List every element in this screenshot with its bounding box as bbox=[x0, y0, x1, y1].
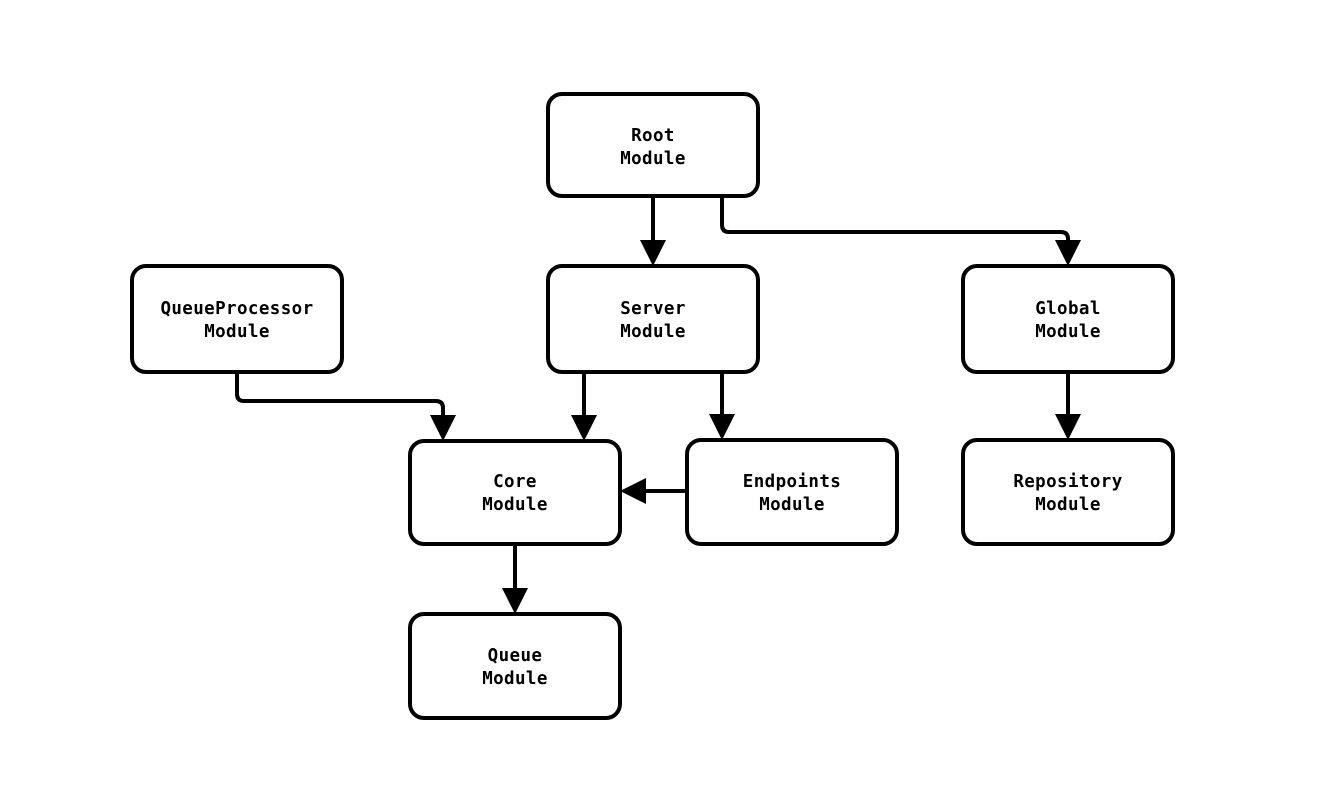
node-label-line1: Root bbox=[631, 126, 675, 146]
node-label-line2: Module bbox=[620, 149, 686, 169]
node-shape[interactable] bbox=[546, 264, 760, 374]
node-label-line2: Module bbox=[620, 322, 686, 342]
node-shape[interactable] bbox=[130, 264, 344, 374]
node-label-line2: Module bbox=[204, 322, 270, 342]
edge-line bbox=[235, 372, 445, 421]
node-label-line1: QueueProcessor bbox=[160, 299, 313, 319]
node-label-line1: Repository bbox=[1013, 472, 1122, 492]
node-label-line1: Core bbox=[493, 472, 537, 492]
arrowhead-icon bbox=[709, 414, 735, 440]
arrowhead-icon bbox=[430, 415, 456, 441]
node-root-module[interactable]: Root Module bbox=[546, 92, 760, 198]
arrowhead-icon bbox=[1055, 414, 1081, 440]
node-label-line2: Module bbox=[759, 495, 825, 515]
arrowhead-icon bbox=[640, 240, 666, 266]
node-shape[interactable] bbox=[408, 612, 622, 720]
node-queueprocessor-module[interactable]: QueueProcessor Module bbox=[130, 264, 344, 374]
arrowhead-icon bbox=[502, 588, 528, 614]
edge-line bbox=[720, 196, 1070, 246]
edge-core-to-queue bbox=[502, 544, 528, 614]
node-label-line2: Module bbox=[482, 669, 548, 689]
arrowhead-icon bbox=[1055, 240, 1081, 266]
node-queue-module[interactable]: Queue Module bbox=[408, 612, 622, 720]
node-label-line1: Server bbox=[620, 299, 686, 319]
node-core-module[interactable]: Core Module bbox=[408, 439, 622, 546]
node-label-line1: Queue bbox=[488, 646, 543, 666]
edge-endpoints-to-core bbox=[620, 478, 687, 504]
node-shape[interactable] bbox=[961, 264, 1175, 374]
edge-server-to-endpoints bbox=[709, 372, 735, 440]
edge-root-to-server bbox=[640, 196, 666, 266]
edge-server-to-core bbox=[571, 372, 597, 441]
node-label-line1: Endpoints bbox=[743, 472, 841, 492]
edge-global-to-repository bbox=[1055, 372, 1081, 440]
edge-root-to-global bbox=[720, 196, 1081, 266]
node-shape[interactable] bbox=[685, 438, 899, 546]
arrowhead-icon bbox=[571, 415, 597, 441]
edge-queueprocessor-to-core bbox=[235, 372, 456, 441]
node-shape[interactable] bbox=[408, 439, 622, 546]
node-global-module[interactable]: Global Module bbox=[961, 264, 1175, 374]
node-server-module[interactable]: Server Module bbox=[546, 264, 760, 374]
node-label-line2: Module bbox=[482, 495, 548, 515]
node-repository-module[interactable]: Repository Module bbox=[961, 438, 1175, 546]
node-shape[interactable] bbox=[546, 92, 760, 198]
node-label-line2: Module bbox=[1035, 495, 1101, 515]
node-label-line2: Module bbox=[1035, 322, 1101, 342]
node-shape[interactable] bbox=[961, 438, 1175, 546]
node-endpoints-module[interactable]: Endpoints Module bbox=[685, 438, 899, 546]
arrowhead-icon bbox=[620, 478, 646, 504]
node-label-line1: Global bbox=[1035, 299, 1101, 319]
